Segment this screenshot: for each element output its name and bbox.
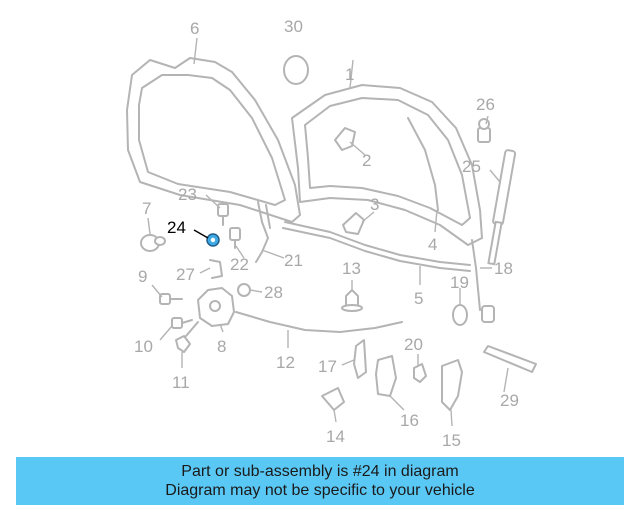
part-23-screw [217,203,229,226]
callout-28: 28 [264,283,283,302]
part-5-seal [284,221,471,266]
part-24-nut [206,233,220,247]
part-14-bracket [321,387,345,411]
part-28-grommet [237,283,251,297]
part-9-bolt [159,293,183,305]
callout-30: 30 [284,17,303,36]
callout-12: 12 [276,353,295,372]
callout-23: 23 [178,185,197,204]
part-17-bracket [353,339,367,379]
callout-10: 10 [134,337,153,356]
callout-18: 18 [494,259,513,278]
part-10-bolt [171,317,193,329]
part-6-insulator [126,57,301,223]
callout-2: 2 [362,151,371,170]
callout-17: 17 [318,357,337,376]
part-19-grommet [452,304,468,326]
part-13-bumper [341,289,363,312]
banner-line-2: Diagram may not be specific to your vehi… [165,482,475,499]
callout-26: 26 [476,95,495,114]
callout-labels: 1 2 3 4 5 6 7 8 9 10 11 12 13 14 15 16 1… [134,17,519,450]
part-24-leader [193,229,209,239]
callout-7: 7 [142,199,151,218]
callout-5: 5 [414,289,423,308]
part-1-hood [291,84,483,246]
part-4-seal [407,117,439,211]
part-20-clip [413,363,427,383]
part-16-hinge [375,355,397,397]
callout-14: 14 [326,427,345,446]
parts-diagram: 1 2 3 4 5 6 7 8 9 10 11 12 13 14 15 16 1… [126,17,537,450]
part-15-hinge [441,359,463,411]
callout-11: 11 [172,373,190,392]
callout-8: 8 [217,337,226,356]
part-26-stud [477,118,491,143]
part-18-prop-rod [471,239,481,311]
callout-19: 19 [450,273,469,292]
callout-21: 21 [284,251,303,270]
callout-29: 29 [500,391,519,410]
part-3-bumper [342,212,365,235]
part-27-clip [209,259,223,279]
callout-20: 20 [404,335,423,354]
part-22-screw [229,227,241,249]
part-29-seal [483,345,537,373]
callout-16: 16 [400,411,419,430]
callout-15: 15 [442,431,461,450]
callout-22: 22 [230,255,249,274]
part-25-strut [487,149,517,266]
info-banner: Part or sub-assembly is #24 in diagram D… [16,457,624,505]
part-2-bumper [334,127,356,151]
callout-6: 6 [190,19,199,38]
part-21-lever [255,201,269,263]
callout-13: 13 [342,259,361,278]
callout-27: 27 [176,265,195,284]
callout-1: 1 [345,65,354,84]
banner-line-1: Part or sub-assembly is #24 in diagram [181,463,459,480]
part-11-clip [175,335,191,353]
part-7-clip [140,234,166,252]
callout-leaders [147,37,509,427]
callout-3: 3 [370,195,379,214]
callout-24-highlighted: 24 [167,218,186,237]
part-12-cable [235,311,403,333]
callout-9: 9 [138,267,147,286]
callout-4: 4 [428,235,437,254]
part-8-latch [197,287,235,327]
part-30-grommet [283,55,309,85]
callout-25: 25 [462,157,481,176]
